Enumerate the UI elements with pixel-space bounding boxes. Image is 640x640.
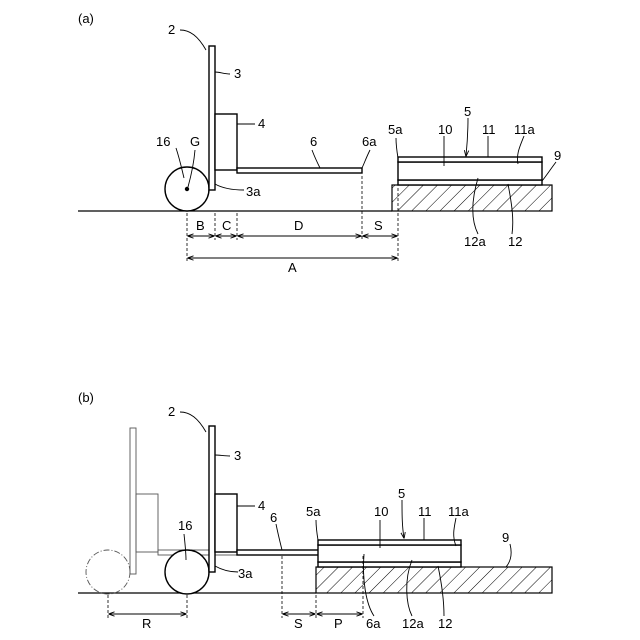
leader-fork <box>276 524 282 550</box>
dim-label-s: S <box>294 616 303 631</box>
ref-mast-lower: 3a <box>238 566 253 581</box>
ref-load: 10 <box>438 122 452 137</box>
ref-backrest: 4 <box>258 116 265 131</box>
mast <box>209 426 215 572</box>
center-of-gravity-point <box>185 187 189 191</box>
ref-floor: 9 <box>502 530 509 545</box>
leader-pallet-edge <box>316 520 318 540</box>
ref-center: G <box>190 134 200 149</box>
leader-mast-lower <box>215 566 238 572</box>
ref-mast: 3 <box>234 66 241 81</box>
floor-block <box>392 185 552 211</box>
dim-label-d: D <box>294 218 303 233</box>
lower-deck <box>398 180 542 185</box>
ref-backrest: 4 <box>258 498 265 513</box>
panel-b-label: (b) <box>78 390 94 405</box>
ref-load: 10 <box>374 504 388 519</box>
leader-pallet-edge <box>396 138 398 158</box>
ref-upper-deck: 11 <box>418 504 432 519</box>
pallet-load <box>398 162 542 180</box>
pallet-load <box>318 545 461 562</box>
ghost-wheel <box>86 550 130 594</box>
upper-deck <box>318 540 461 545</box>
ref-mast-lower: 3a <box>246 184 261 199</box>
ref-fork: 6 <box>270 510 277 525</box>
ref-truck: 2 <box>168 22 175 37</box>
ref-floor: 9 <box>554 148 561 163</box>
ref-pallet: 5 <box>398 486 405 501</box>
wheel <box>165 550 209 594</box>
panel-a: (a) <box>78 11 561 275</box>
ref-upper-deck: 11 <box>482 122 496 137</box>
dim-label-b: B <box>196 218 205 233</box>
panel-a-label: (a) <box>78 11 94 26</box>
ref-fork: 6 <box>310 134 317 149</box>
leader-pallet <box>466 118 468 156</box>
leader-fork-tip <box>362 150 370 168</box>
ref-fork-tip: 6a <box>362 134 377 149</box>
ghost-backrest <box>136 494 158 552</box>
ref-wheel: 16 <box>178 518 192 533</box>
upper-deck <box>398 157 542 162</box>
ref-pallet: 5 <box>464 104 471 119</box>
ghost-mast <box>130 428 136 574</box>
floor-block <box>316 567 552 593</box>
ref-lower-face: 12a <box>402 616 424 631</box>
lower-deck <box>318 562 461 567</box>
ref-upper-face: 11a <box>514 122 535 137</box>
ref-upper-face: 11a <box>448 504 469 519</box>
ref-pallet-edge: 5a <box>306 504 321 519</box>
ref-fork-tip: 6a <box>366 616 381 631</box>
ref-wheel: 16 <box>156 134 170 149</box>
leader-truck <box>180 412 206 432</box>
dim-label-s: S <box>374 218 383 233</box>
ref-truck: 2 <box>168 404 175 419</box>
leader-mast-lower <box>215 184 244 190</box>
leader-pallet <box>402 500 404 538</box>
dim-label-c: C <box>222 218 231 233</box>
leader-fork <box>312 150 320 168</box>
leader-mast <box>215 72 230 74</box>
ref-lower-deck: 12 <box>438 616 452 631</box>
dim-label-a: A <box>288 260 297 275</box>
panel-b: (b) <box>78 390 552 631</box>
mast <box>209 46 215 190</box>
leader-mast <box>215 455 230 456</box>
dim-label-p: P <box>334 616 343 631</box>
ref-lower-face: 12a <box>464 234 486 249</box>
leader-floor <box>542 162 556 181</box>
backrest <box>215 114 237 170</box>
leader-truck <box>180 30 206 50</box>
ref-mast: 3 <box>234 448 241 463</box>
backrest <box>215 494 237 552</box>
leader-floor <box>506 544 511 567</box>
ref-lower-deck: 12 <box>508 234 522 249</box>
ref-pallet-edge: 5a <box>388 122 403 137</box>
dim-label-r: R <box>142 616 151 631</box>
fork <box>237 168 362 173</box>
